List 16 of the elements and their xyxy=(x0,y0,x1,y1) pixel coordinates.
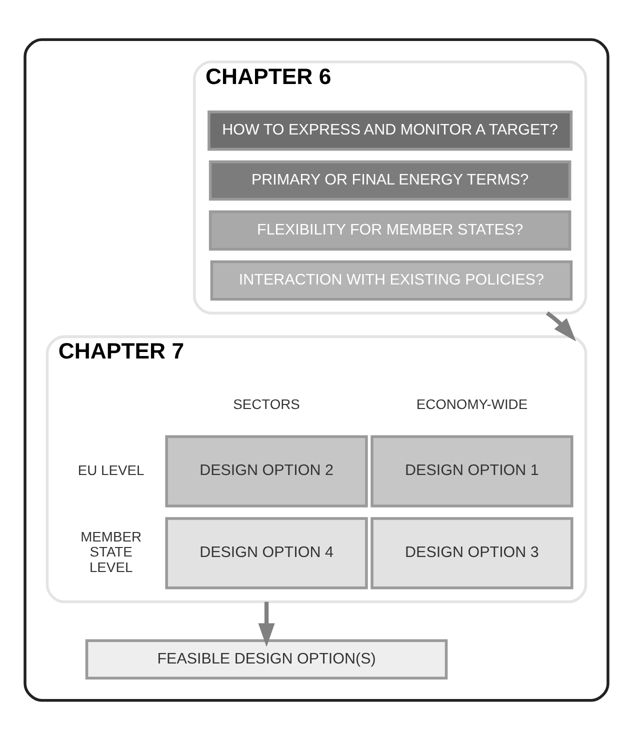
label: MEMBER STATE LEVEL xyxy=(80,528,142,575)
node-box: FEASIBLE DESIGN OPTION(S) xyxy=(85,639,448,680)
node-box: DESIGN OPTION 1 xyxy=(370,435,574,508)
node-box: INTERACTION WITH EXISTING POLICIES? xyxy=(210,260,573,301)
cluster xyxy=(24,38,610,702)
arrow xyxy=(546,311,576,342)
node-box: FLEXIBILITY FOR MEMBER STATES? xyxy=(208,210,572,251)
node-box: DESIGN OPTION 2 xyxy=(165,435,368,508)
node-box: DESIGN OPTION 4 xyxy=(165,517,368,590)
label: EU LEVEL xyxy=(78,462,144,478)
node-box: DESIGN OPTION 3 xyxy=(370,517,574,590)
arrow xyxy=(258,602,275,647)
node-box: PRIMARY OR FINAL ENERGY TERMS? xyxy=(208,160,572,201)
label: SECTORS xyxy=(233,396,300,412)
node-box: HOW TO EXPRESS AND MONITOR A TARGET? xyxy=(208,110,573,151)
label: ECONOMY-WIDE xyxy=(416,396,528,412)
